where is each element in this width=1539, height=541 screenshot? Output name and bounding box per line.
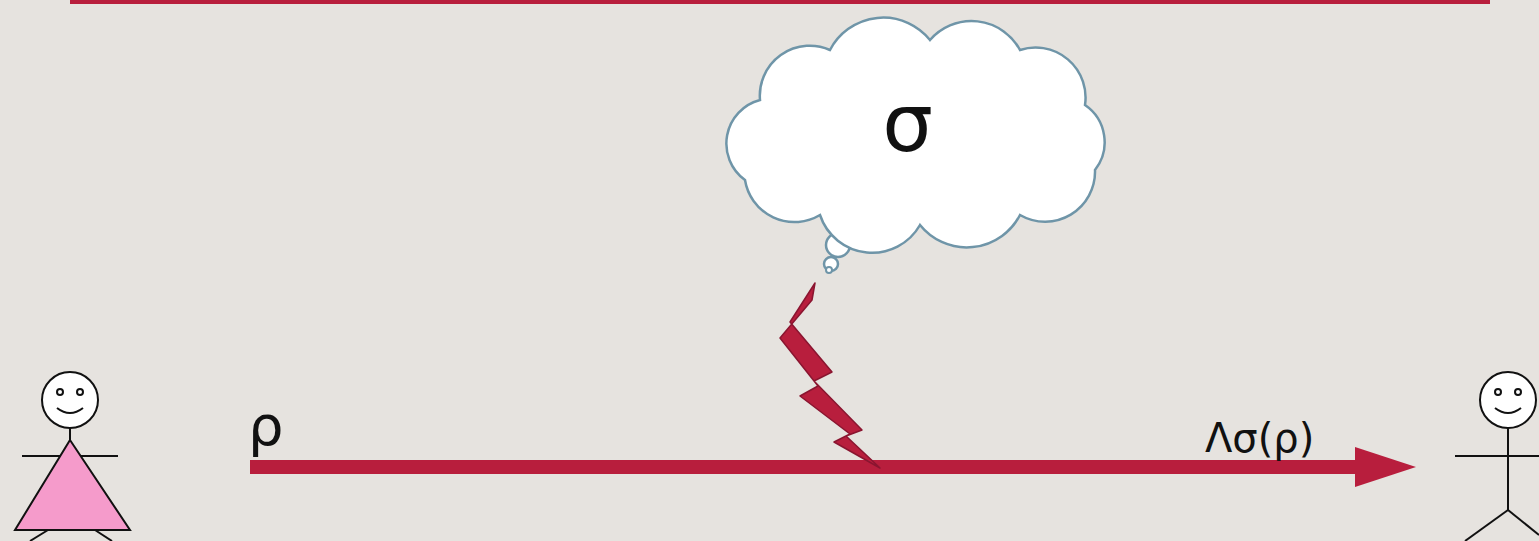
thought-cloud: σ (700, 20, 1115, 235)
input-state: ρ (248, 398, 284, 454)
channel-line (250, 460, 1362, 474)
stick-figure-left (15, 372, 130, 541)
thought-bubble (826, 267, 832, 273)
stick-figure-right (1455, 372, 1539, 541)
output-state: Λσ(ρ) (1205, 418, 1314, 458)
symbol-text: σ (882, 84, 933, 164)
arrow-head (1355, 447, 1416, 487)
lightning-bolt (780, 283, 880, 468)
cloud-shape (726, 18, 1104, 253)
top-rule (70, 0, 1490, 4)
